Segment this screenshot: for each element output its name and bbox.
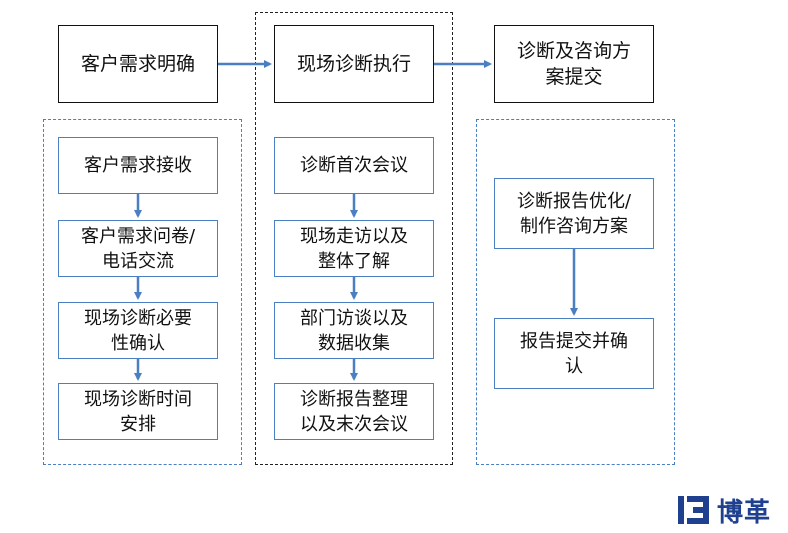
brand-logo: 博革 [677,493,772,528]
box-report-submit-confirm-line1: 报告提交并确 [520,330,628,352]
box-customer-needs-receive: 客户需求接收 [58,137,218,194]
box-report-final-meeting: 诊断报告整理 以及末次会议 [274,383,434,440]
step-customer-needs: 客户需求明确 [58,25,218,103]
brand-logo-mark-icon [678,496,709,524]
box-onsite-necessity: 现场诊断必要 性确认 [58,302,218,359]
box-report-final-meeting-line1: 诊断报告整理 [300,388,408,410]
box-report-submit-confirm-line2: 认 [565,355,583,377]
group-column-3 [476,119,675,465]
box-questionnaire-phone-line1: 客户需求问卷/ [80,225,196,247]
group-column-2 [255,12,453,465]
box-report-optimize-line2: 制作咨询方案 [520,215,628,237]
box-report-optimize-line1: 诊断报告优化/ [516,190,632,212]
box-onsite-necessity-line2: 性确认 [111,332,165,354]
box-onsite-schedule-line1: 现场诊断时间 [84,388,192,410]
step-onsite-diagnosis-label: 现场诊断执行 [296,53,411,75]
box-department-interview: 部门访谈以及 数据收集 [274,302,434,359]
group-column-1 [43,119,242,465]
brand-logo-text: 博革 [717,497,772,528]
box-report-optimize: 诊断报告优化/ 制作咨询方案 [494,178,654,249]
box-onsite-necessity-line1: 现场诊断必要 [84,307,192,329]
box-questionnaire-phone: 客户需求问卷/ 电话交流 [58,220,218,277]
step-diagnosis-submission-line2: 案提交 [545,66,603,88]
step-onsite-diagnosis: 现场诊断执行 [274,25,434,103]
box-customer-needs-receive-label: 客户需求接收 [84,155,192,176]
box-department-interview-line2: 数据收集 [318,332,390,354]
box-site-visit-line1: 现场走访以及 [300,225,408,247]
step-diagnosis-submission: 诊断及咨询方 案提交 [494,25,654,103]
box-site-visit: 现场走访以及 整体了解 [274,220,434,277]
box-report-submit-confirm: 报告提交并确 认 [494,318,654,389]
box-first-meeting: 诊断首次会议 [274,137,434,194]
box-questionnaire-phone-line2: 电话交流 [102,250,174,272]
box-onsite-schedule-line2: 安排 [120,413,156,435]
box-report-final-meeting-line2: 以及末次会议 [300,413,408,435]
box-department-interview-line1: 部门访谈以及 [300,307,408,329]
box-first-meeting-label: 诊断首次会议 [300,155,408,176]
box-site-visit-line2: 整体了解 [318,250,390,272]
step-customer-needs-label: 客户需求明确 [80,53,195,75]
step-diagnosis-submission-line1: 诊断及咨询方 [516,40,631,62]
box-onsite-schedule: 现场诊断时间 安排 [58,383,218,440]
